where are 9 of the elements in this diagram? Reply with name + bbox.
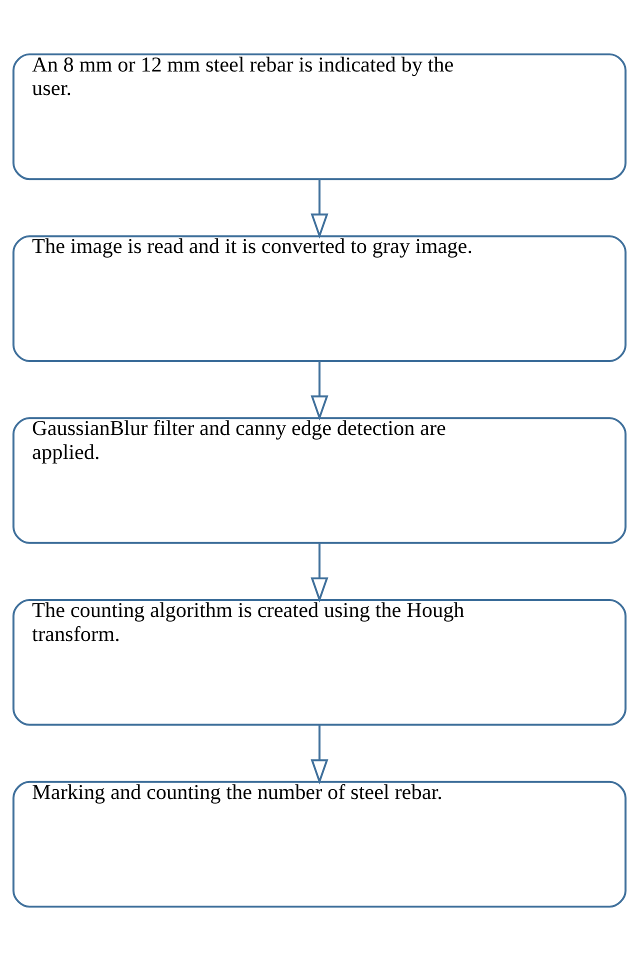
arrow — [310, 360, 328, 420]
arrow — [310, 178, 328, 238]
arrow — [310, 542, 328, 602]
node-box: An 8 mm or 12 mm steel rebar is indicated by the user. — [12, 52, 627, 180]
node-box: GaussianBlur filter and canny edge detection are applied. — [12, 416, 627, 544]
node-box: The counting algorithm is created using the Hough transform. — [12, 598, 627, 726]
node-box: Marking and counting the number of steel rebar. — [12, 780, 627, 908]
arrow — [310, 724, 328, 784]
node-box: The image is read and it is converted to gray image. — [12, 234, 627, 362]
